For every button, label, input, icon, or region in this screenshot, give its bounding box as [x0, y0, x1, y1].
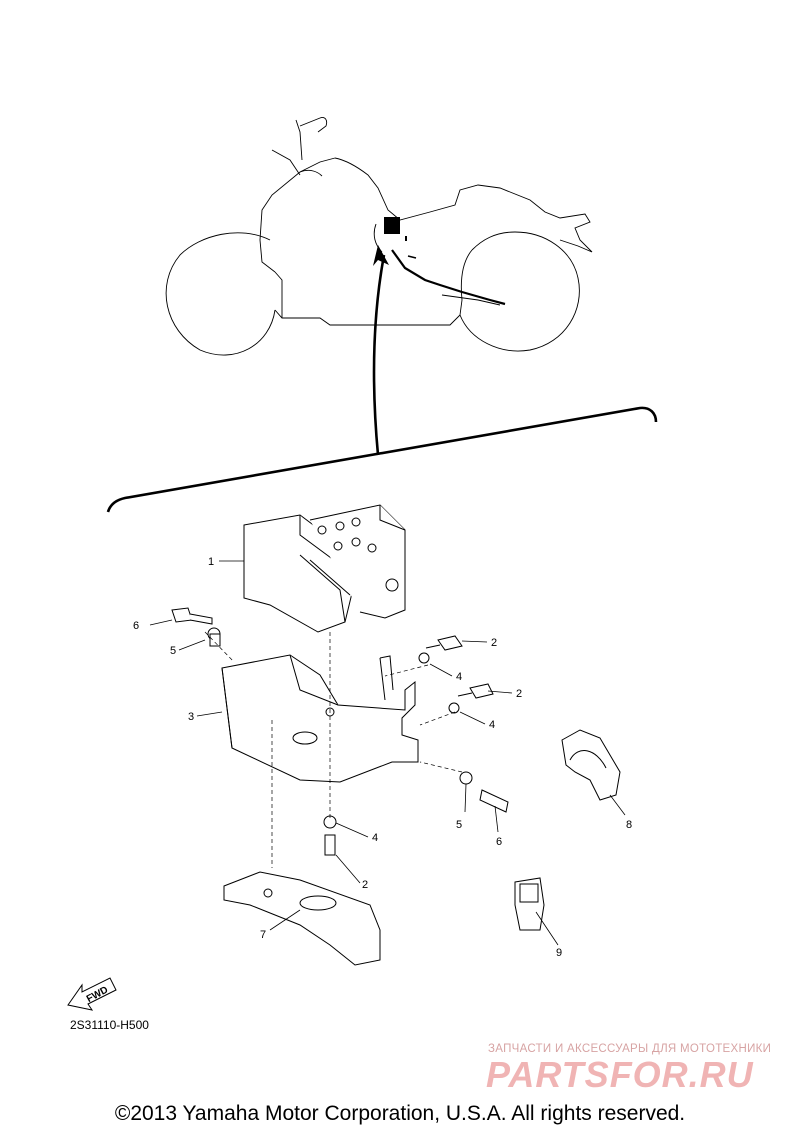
callout-9: 9 — [556, 947, 562, 959]
motorcycle-outline — [165, 117, 593, 356]
abs-hydraulic-unit — [243, 504, 406, 633]
alignment-lines — [204, 631, 463, 868]
callout-1: 1 — [208, 556, 214, 568]
copyright-notice: ©2013 Yamaha Motor Corporation, U.S.A. A… — [114, 1102, 686, 1125]
abs-location-marker — [384, 217, 400, 234]
fwd-label: FWD — [85, 985, 110, 1005]
callout-5-right: 5 — [456, 819, 462, 831]
fasteners — [171, 607, 509, 856]
fwd-arrow: FWD — [67, 977, 117, 1011]
leader-lines — [149, 560, 626, 946]
abs-bracket — [221, 654, 419, 783]
callout-8: 8 — [626, 819, 632, 831]
callout-2-upper: 2 — [491, 637, 497, 649]
callout-4-lower: 4 — [372, 832, 378, 844]
callout-5-left: 5 — [170, 645, 176, 657]
sensor-bracket — [223, 871, 381, 966]
callout-7: 7 — [260, 929, 266, 941]
diagram-code: 2S31110-H500 — [70, 1018, 149, 1032]
clamp — [561, 729, 621, 801]
coupler — [514, 877, 545, 931]
callout-4-middle: 4 — [489, 719, 495, 731]
detail-frame — [106, 406, 658, 513]
callout-2-lower: 2 — [362, 879, 368, 891]
watermark-logo: PARTSFOR.RU — [486, 1054, 754, 1095]
callout-6-left: 6 — [133, 620, 139, 632]
callout-4-upper: 4 — [456, 671, 462, 683]
callout-6-right: 6 — [496, 836, 502, 848]
callout-2-middle: 2 — [516, 688, 522, 700]
watermark-tagline: ЗАПЧАСТИ И АКСЕССУАРЫ ДЛЯ МОТОТЕХНИКИ — [488, 1043, 772, 1055]
location-arrow — [372, 245, 389, 456]
callout-3: 3 — [188, 711, 194, 723]
